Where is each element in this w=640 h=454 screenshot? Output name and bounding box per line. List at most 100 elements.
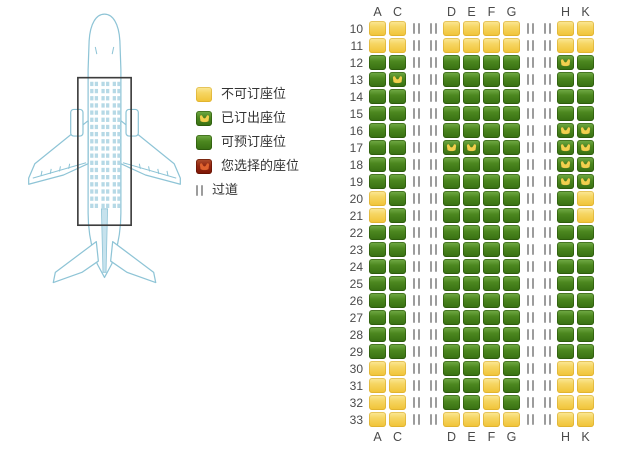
seat-24D[interactable] (443, 259, 460, 274)
seat-14H[interactable] (557, 89, 574, 104)
seat-14F[interactable] (483, 89, 500, 104)
seat-18G[interactable] (503, 157, 520, 172)
seat-25H[interactable] (557, 276, 574, 291)
seat-31E[interactable] (463, 378, 480, 393)
seat-20C[interactable] (389, 191, 406, 206)
seat-27K[interactable] (577, 310, 594, 325)
seat-20E[interactable] (463, 191, 480, 206)
seat-16D[interactable] (443, 123, 460, 138)
seat-13K[interactable] (577, 72, 594, 87)
seat-29K[interactable] (577, 344, 594, 359)
seat-29C[interactable] (389, 344, 406, 359)
seat-14E[interactable] (463, 89, 480, 104)
seat-26C[interactable] (389, 293, 406, 308)
seat-17C[interactable] (389, 140, 406, 155)
seat-21C[interactable] (389, 208, 406, 223)
seat-28C[interactable] (389, 327, 406, 342)
seat-14C[interactable] (389, 89, 406, 104)
seat-27C[interactable] (389, 310, 406, 325)
seat-24H[interactable] (557, 259, 574, 274)
seat-23A[interactable] (369, 242, 386, 257)
seat-15D[interactable] (443, 106, 460, 121)
seat-14D[interactable] (443, 89, 460, 104)
seat-26G[interactable] (503, 293, 520, 308)
seat-19C[interactable] (389, 174, 406, 189)
seat-26F[interactable] (483, 293, 500, 308)
seat-22E[interactable] (463, 225, 480, 240)
seat-22A[interactable] (369, 225, 386, 240)
seat-23K[interactable] (577, 242, 594, 257)
seat-22F[interactable] (483, 225, 500, 240)
seat-15E[interactable] (463, 106, 480, 121)
seat-32E[interactable] (463, 395, 480, 410)
seat-22D[interactable] (443, 225, 460, 240)
seat-23C[interactable] (389, 242, 406, 257)
seat-13D[interactable] (443, 72, 460, 87)
seat-13H[interactable] (557, 72, 574, 87)
seat-29G[interactable] (503, 344, 520, 359)
seat-23G[interactable] (503, 242, 520, 257)
seat-22C[interactable] (389, 225, 406, 240)
seat-12D[interactable] (443, 55, 460, 70)
seat-24G[interactable] (503, 259, 520, 274)
seat-23H[interactable] (557, 242, 574, 257)
seat-18F[interactable] (483, 157, 500, 172)
seat-26E[interactable] (463, 293, 480, 308)
seat-27H[interactable] (557, 310, 574, 325)
seat-27E[interactable] (463, 310, 480, 325)
seat-28G[interactable] (503, 327, 520, 342)
seat-17F[interactable] (483, 140, 500, 155)
seat-28H[interactable] (557, 327, 574, 342)
seat-12E[interactable] (463, 55, 480, 70)
seat-29H[interactable] (557, 344, 574, 359)
seat-14K[interactable] (577, 89, 594, 104)
seat-23D[interactable] (443, 242, 460, 257)
seat-19D[interactable] (443, 174, 460, 189)
seat-26K[interactable] (577, 293, 594, 308)
seat-25G[interactable] (503, 276, 520, 291)
seat-13A[interactable] (369, 72, 386, 87)
seat-14A[interactable] (369, 89, 386, 104)
seat-26A[interactable] (369, 293, 386, 308)
seat-20D[interactable] (443, 191, 460, 206)
seat-28D[interactable] (443, 327, 460, 342)
seat-13E[interactable] (463, 72, 480, 87)
seat-12A[interactable] (369, 55, 386, 70)
seat-25A[interactable] (369, 276, 386, 291)
seat-16C[interactable] (389, 123, 406, 138)
seat-24F[interactable] (483, 259, 500, 274)
seat-31G[interactable] (503, 378, 520, 393)
seat-18C[interactable] (389, 157, 406, 172)
seat-12C[interactable] (389, 55, 406, 70)
seat-15G[interactable] (503, 106, 520, 121)
seat-19F[interactable] (483, 174, 500, 189)
seat-15A[interactable] (369, 106, 386, 121)
seat-15H[interactable] (557, 106, 574, 121)
seat-15C[interactable] (389, 106, 406, 121)
seat-30D[interactable] (443, 361, 460, 376)
seat-21H[interactable] (557, 208, 574, 223)
seat-29D[interactable] (443, 344, 460, 359)
seat-21F[interactable] (483, 208, 500, 223)
seat-21D[interactable] (443, 208, 460, 223)
seat-14G[interactable] (503, 89, 520, 104)
seat-19A[interactable] (369, 174, 386, 189)
seat-24C[interactable] (389, 259, 406, 274)
seat-32D[interactable] (443, 395, 460, 410)
seat-25D[interactable] (443, 276, 460, 291)
seat-17G[interactable] (503, 140, 520, 155)
seat-19E[interactable] (463, 174, 480, 189)
seat-19G[interactable] (503, 174, 520, 189)
seat-30G[interactable] (503, 361, 520, 376)
seat-13F[interactable] (483, 72, 500, 87)
seat-16G[interactable] (503, 123, 520, 138)
seat-12K[interactable] (577, 55, 594, 70)
seat-28K[interactable] (577, 327, 594, 342)
seat-26H[interactable] (557, 293, 574, 308)
seat-27F[interactable] (483, 310, 500, 325)
seat-24E[interactable] (463, 259, 480, 274)
seat-18A[interactable] (369, 157, 386, 172)
seat-13G[interactable] (503, 72, 520, 87)
seat-29F[interactable] (483, 344, 500, 359)
seat-27D[interactable] (443, 310, 460, 325)
